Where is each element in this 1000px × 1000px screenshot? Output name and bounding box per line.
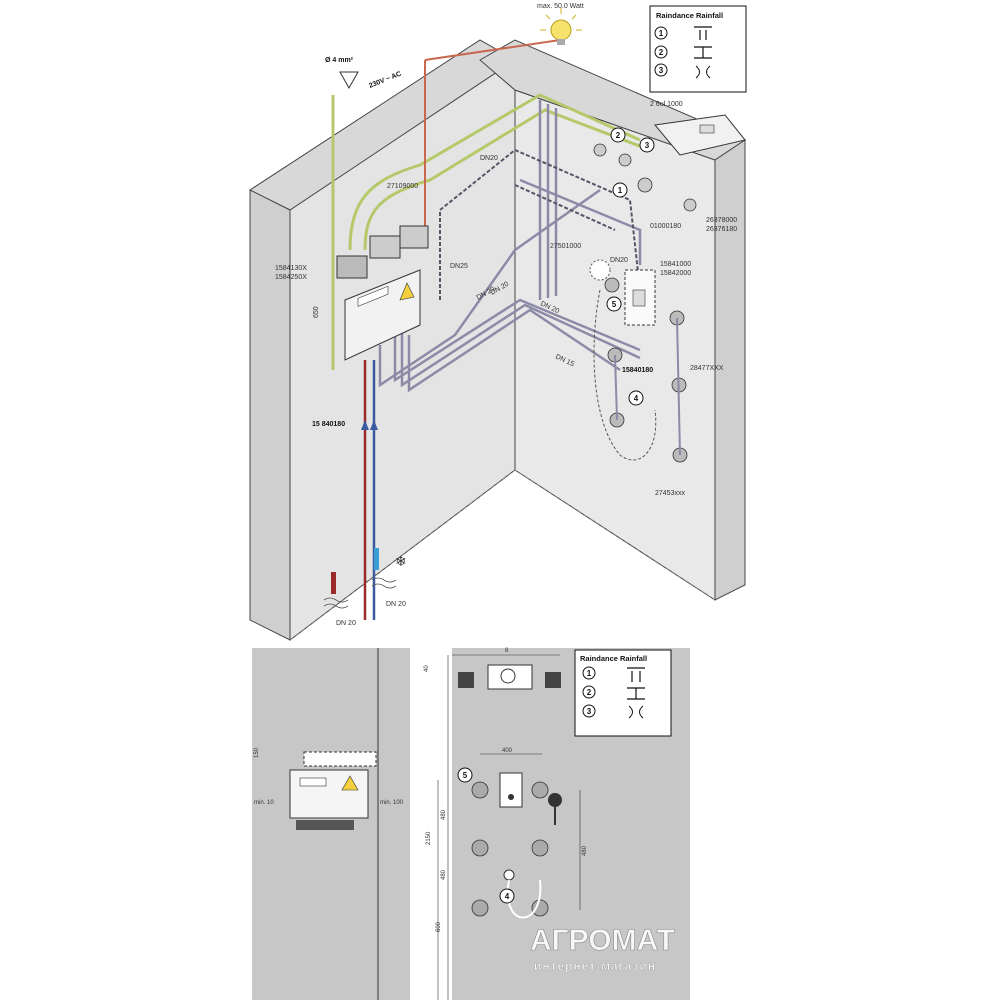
watermark: АГРОМАТ интернет-магазин: [530, 924, 676, 973]
dim-40: 40: [424, 665, 430, 672]
callout-4: 4: [628, 390, 644, 406]
cold-dn-label: DN 20: [386, 601, 406, 608]
ground-symbol-icon: [339, 71, 359, 90]
green-cable-run: [331, 93, 651, 370]
dim-480-c: 480: [582, 845, 588, 856]
svg-text:4: 4: [505, 892, 510, 901]
watermark-brand: АГРОМАТ: [530, 924, 675, 957]
front-body-jets: [471, 781, 549, 917]
dashed-pipe: [439, 148, 641, 300]
svg-text:1: 1: [659, 29, 664, 38]
warning-small-icon: [341, 775, 359, 791]
junction-box-left: [336, 255, 368, 279]
svg-text:5: 5: [612, 300, 617, 309]
nozzle-code-label: 28477XXX: [690, 365, 724, 372]
dn25-label: DN25: [450, 263, 468, 270]
module-codes-b: 1584250X: [275, 274, 307, 281]
handshower-hose: [593, 289, 657, 461]
callout-1: 1: [612, 182, 628, 198]
box-codes-label: 27109000: [387, 183, 418, 190]
svg-text:3: 3: [659, 66, 664, 75]
rain-nozzle-left: [458, 672, 474, 688]
module-install-view: 150 min. 10 min. 100: [252, 648, 410, 1000]
dim-480-a: 480: [441, 809, 447, 820]
legend-top: Raindance Rainfall 1 2 3: [649, 5, 747, 93]
watermark-tagline: интернет-магазин: [534, 959, 656, 973]
dim-600: 600: [436, 921, 442, 932]
rainfall-panel: [654, 114, 746, 156]
right-wall-side: [714, 139, 746, 601]
wall-code-label: 2 6ul 1000: [650, 101, 683, 108]
ctrl-codes-b: 15842000: [660, 270, 691, 277]
svg-text:2: 2: [659, 48, 664, 57]
dim-min-100: min. 100: [380, 800, 404, 806]
svg-text:❄: ❄: [395, 553, 407, 569]
rain-nozzle-right: [545, 672, 561, 688]
svg-text:1: 1: [618, 186, 623, 195]
module-box-top: [303, 751, 377, 767]
thermostat-front: [499, 772, 523, 808]
right-wall-face: [514, 89, 716, 601]
svg-text:2: 2: [616, 131, 621, 140]
callout-2: 2: [610, 127, 626, 143]
junction-box-mid: [369, 235, 401, 259]
isometric-installation-view: 1 2 3 4 5 max. 50.0 Watt Ø 4 mm² 230V ~ …: [248, 3, 747, 642]
dim-400: 400: [502, 748, 513, 754]
ctrl-part-label: 15840180: [622, 367, 653, 374]
left-wall-side: [249, 189, 291, 641]
lamp-label: max. 50.0 Watt: [537, 3, 584, 10]
svg-text:3: 3: [587, 707, 592, 716]
warning-icon: [399, 282, 415, 301]
legend-bottom: Raindance Rainfall 1 2 3: [574, 649, 672, 737]
svg-text:3: 3: [645, 141, 650, 150]
ground-label: Ø 4 mm²: [325, 57, 354, 64]
power-cable: [424, 39, 561, 240]
callout-5: 5: [606, 296, 622, 312]
ctrl-codes-a: 15841000: [660, 261, 691, 268]
main-module: [344, 269, 421, 361]
module-front: [289, 769, 369, 819]
dim-150: 150: [254, 747, 260, 758]
svg-text:5: 5: [463, 771, 468, 780]
valve-code-label: 01000180: [650, 223, 681, 230]
dn20-label-a: DN20: [480, 155, 498, 162]
dim-8: 8: [505, 648, 509, 654]
voltage-label: 230V ~ AC: [368, 71, 402, 90]
callout-3: 3: [639, 137, 655, 153]
module-part-label: 15 840180: [312, 421, 345, 428]
dim-2150: 2150: [426, 831, 432, 845]
dim-480-b: 480: [441, 869, 447, 880]
rain-code-a: 26378000: [706, 217, 737, 224]
lightbulb-icon: [540, 8, 582, 45]
handshower-head: [548, 793, 562, 807]
dn20-right-label: DN20: [610, 257, 628, 264]
hose-code-label: 27501000: [550, 243, 581, 250]
svg-text:Raindance Rainfall: Raindance Rainfall: [580, 654, 647, 663]
ceiling-valves: [593, 143, 697, 212]
svg-text:2: 2: [587, 688, 592, 697]
shower-front-view: 8 40 400 2150 480 480 600 480 5 4 Rainda…: [424, 648, 690, 1000]
cold-water-icon: ❄: [371, 548, 407, 589]
svg-text:1: 1: [587, 669, 592, 678]
pipe-bundle: [378, 100, 642, 393]
junction-box-right: [399, 225, 429, 249]
hot-water-icon: [323, 572, 349, 609]
rain-code-b: 26376180: [706, 226, 737, 233]
hot-dn-label: DN 20: [336, 620, 356, 627]
front-callout-5: 5: [457, 767, 473, 783]
dim-650: 650: [313, 306, 320, 318]
svg-text:4: 4: [634, 394, 639, 403]
front-callout-4: 4: [499, 888, 515, 904]
dim-min-10: min. 10: [254, 800, 274, 806]
module-codes-a: 1584130X: [275, 265, 307, 272]
svg-text:Raindance Rainfall: Raindance Rainfall: [656, 11, 723, 20]
handshower-code-label: 27453xxx: [655, 490, 685, 497]
